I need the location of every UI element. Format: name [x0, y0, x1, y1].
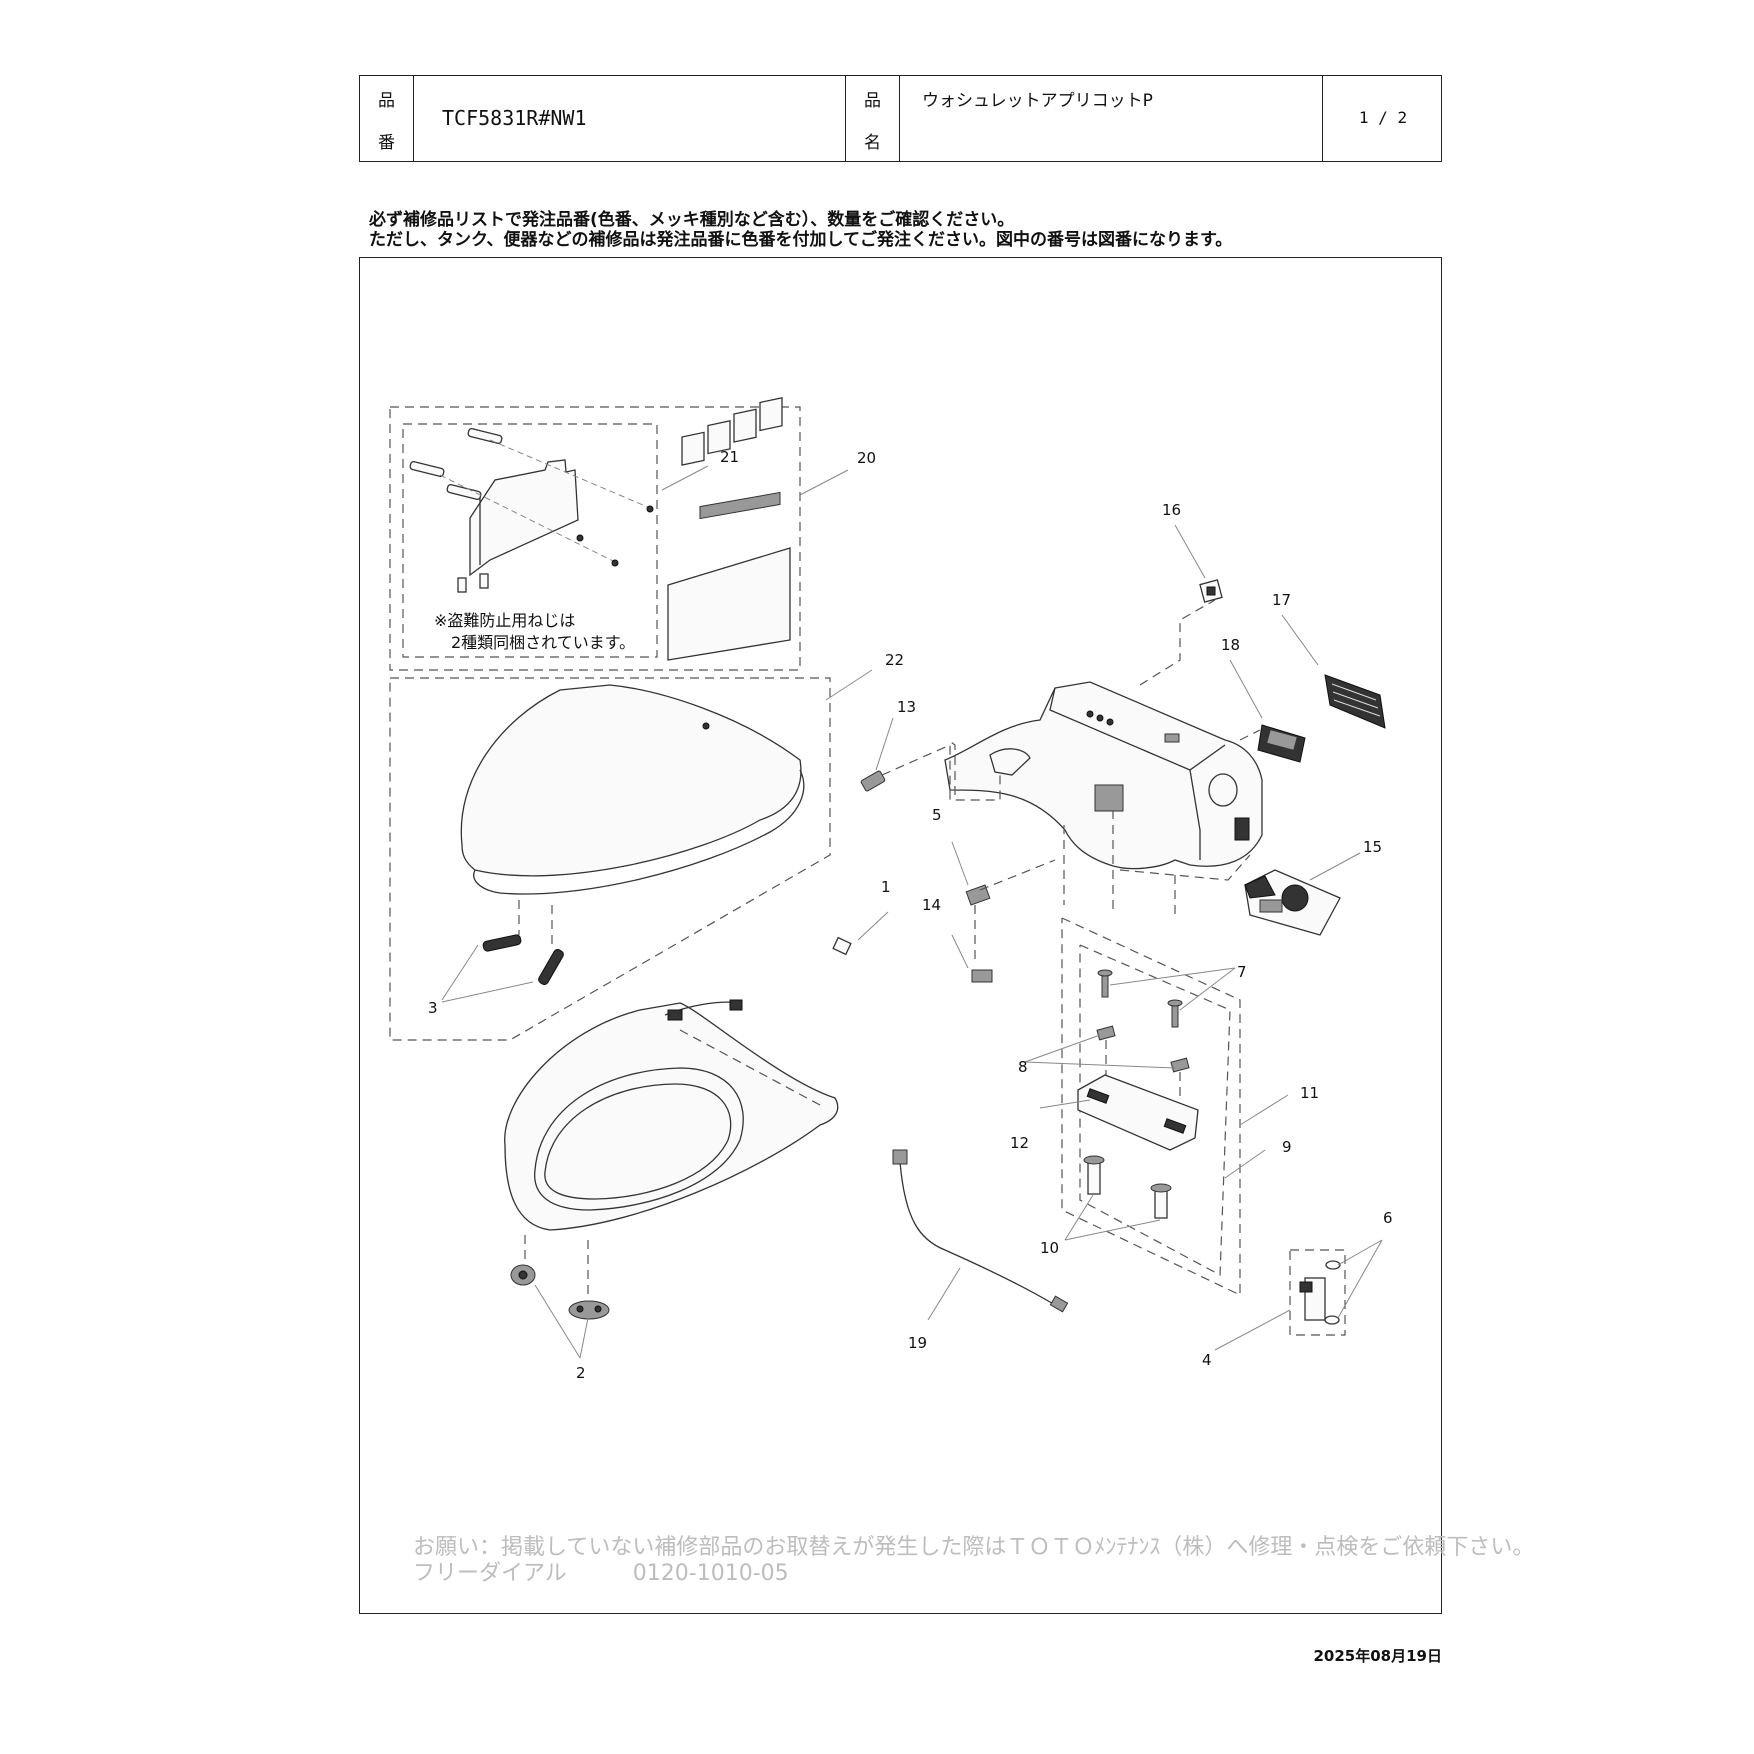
note-line-1: 必ず補修品リストで発注品番(色番、メッキ種別など含む）、数量をご確認ください。: [369, 210, 1015, 230]
name-label-cell: 品 名: [846, 76, 900, 161]
washer-part-a: [1096, 1025, 1116, 1041]
seat-lid-part: [460, 684, 805, 895]
grille-part: [1324, 674, 1386, 729]
callout-18: 18: [1221, 636, 1240, 654]
name-label-2: 名: [864, 133, 881, 153]
kit-21-outline: [402, 423, 658, 658]
kit-9-outline: [1079, 944, 1231, 1276]
seat-feet-part: [510, 1235, 610, 1320]
callout-7: 7: [1237, 963, 1247, 981]
callout-13: 13: [897, 698, 916, 716]
connector-part: [1199, 579, 1223, 603]
product-name: ウォシュレットアプリコットP: [922, 91, 1153, 111]
part-number: TCF5831R#NW1: [442, 106, 587, 130]
callout-22: 22: [885, 651, 904, 669]
main-body-part: [944, 681, 1263, 870]
callout-labels: 1 2 3 4 5 6 7 8 9 10 11 12 13 14 15 16 1…: [428, 448, 1393, 1382]
supply-hose-part: [892, 1149, 1069, 1313]
page-cell: 1 / 2: [1323, 76, 1443, 161]
callout-21: 21: [720, 448, 739, 466]
repair-request-note: お願い：掲載していない補修部品のお取替えが発生した際はＴＯＴＯﾒﾝﾃﾅﾝｽ（株）…: [413, 1535, 1534, 1587]
part-no-cell: TCF5831R#NW1: [414, 76, 846, 161]
part-no-label-2: 番: [378, 133, 395, 153]
page-number: 1 / 2: [1358, 108, 1408, 127]
callout-3: 3: [428, 999, 438, 1017]
callout-2: 2: [576, 1364, 586, 1382]
kit-22-outline: [389, 677, 831, 1041]
assembly-line-16: [1139, 599, 1216, 686]
hinge-pins-part: [482, 900, 564, 985]
callout-12: 12: [1010, 1134, 1029, 1152]
assembly-line-17: [1239, 729, 1261, 741]
callout-8: 8: [1018, 1058, 1028, 1076]
note-line-2: ただし、タンク、便器などの補修品は発注品番に色番を付加してご発注ください。図中の…: [369, 230, 1233, 250]
clip-parts: [965, 859, 1056, 983]
callout-17: 17: [1272, 591, 1291, 609]
free-dial-line: フリーダイアル 0120-1010-05: [413, 1561, 789, 1586]
callout-6: 6: [1383, 1209, 1393, 1227]
product-name-cell: ウォシュレットアプリコットP: [900, 76, 1323, 161]
header-table: 品 番 TCF5831R#NW1 品 名 ウォシュレットアプリコットP 1 / …: [359, 75, 1442, 162]
callout-1: 1: [881, 878, 891, 896]
callout-5: 5: [932, 806, 942, 824]
callout-9: 9: [1282, 1138, 1292, 1156]
callout-20: 20: [857, 449, 876, 467]
callout-10: 10: [1040, 1239, 1059, 1257]
part-no-label-1: 品: [378, 91, 395, 111]
assembly-line-15: [1119, 854, 1251, 881]
diagram-frame: [359, 257, 1442, 1614]
cover-plate-part: [832, 936, 852, 956]
assembly-line-a: [947, 739, 956, 795]
callout-16: 16: [1162, 501, 1181, 519]
bottom-cover-part: [1244, 869, 1341, 936]
toilet-seat-part: [504, 999, 839, 1231]
mounting-bracket-part: [409, 427, 654, 593]
anti-theft-note-1: ※盗難防止用ねじは: [434, 611, 575, 630]
order-notes: 必ず補修品リストで発注品番(色番、メッキ種別など含む）、数量をご確認ください。 …: [369, 210, 1232, 250]
kit-20-outline: [389, 406, 801, 671]
joint-fitting-part: [860, 744, 1001, 801]
callout-19: 19: [908, 1334, 927, 1352]
name-label-1: 品: [864, 91, 881, 111]
anchors-part: [1083, 1155, 1172, 1219]
screws-part: [1097, 969, 1183, 1028]
anti-theft-note-2: 2種類同梱されています。: [451, 633, 635, 652]
remote-control-part: [667, 396, 791, 661]
base-plate-part: [1077, 1074, 1199, 1151]
callout-11: 11: [1300, 1084, 1319, 1102]
callout-15: 15: [1363, 838, 1382, 856]
valve-fitting-part: [1299, 1260, 1341, 1325]
repair-request-line: お願い：掲載していない補修部品のお取替えが発生した際はＴＯＴＯﾒﾝﾃﾅﾝｽ（株）…: [413, 1535, 1535, 1560]
part-no-label-cell: 品 番: [360, 76, 414, 161]
callout-14: 14: [922, 896, 941, 914]
filter-part: [1257, 724, 1306, 763]
kit-4-outline: [1289, 1249, 1346, 1336]
leader-lines: [441, 465, 1383, 1359]
issue-date: 2025年08月19日: [1313, 1647, 1443, 1665]
washer-part-b: [1170, 1057, 1190, 1073]
callout-4: 4: [1202, 1351, 1212, 1369]
kit-11-outline: [1061, 917, 1241, 1296]
